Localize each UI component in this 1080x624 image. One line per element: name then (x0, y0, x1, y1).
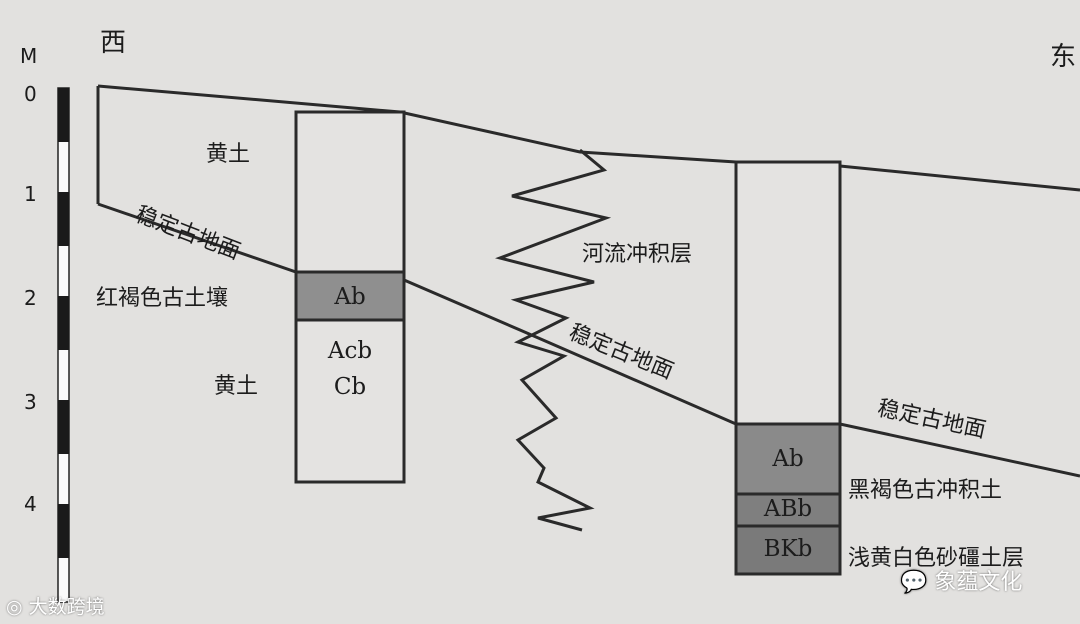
scale-tick-0: 0 (24, 82, 37, 106)
direction-west: 西 (100, 28, 127, 58)
scale-tick-4: 4 (24, 492, 37, 516)
wechat-icon: 💬 (900, 570, 928, 595)
ground-surface-line (97, 84, 1080, 192)
loess-upper-label: 黄土 (206, 142, 251, 167)
pale-yellow-layer-label: 浅黄白色砂礓土层 (848, 546, 1025, 571)
scale-tick-3: 3 (24, 390, 37, 414)
scale-unit: M (20, 44, 38, 68)
east-soil-column (734, 160, 842, 576)
watermark-left: ◎ 大数跨境 (6, 596, 105, 618)
loess-lower-label: 黄土 (214, 374, 259, 399)
west-horizon-ab: Ab (334, 284, 366, 310)
river-deposit-boundary (495, 148, 612, 532)
watermark-right: 💬 象蕴文化 (900, 570, 1023, 595)
depth-scale-bar (57, 87, 70, 603)
dark-brown-alluvium-label: 黑褐色古冲积土 (848, 478, 1003, 503)
watermark-logo-icon: ◎ (6, 596, 23, 618)
river-deposit-label: 河流冲积层 (582, 242, 693, 267)
west-horizon-cb: Cb (333, 374, 367, 400)
red-brown-paleosoil-label: 红褐色古土壤 (96, 286, 229, 311)
direction-east: 东 (1050, 42, 1077, 72)
west-soil-column (294, 110, 406, 484)
east-horizon-ab: Ab (772, 446, 804, 472)
scale-tick-1: 1 (24, 182, 37, 206)
scale-tick-2: 2 (24, 286, 37, 310)
west-horizon-acb: Acb (327, 338, 373, 364)
east-horizon-bkb: BKb (763, 536, 813, 562)
east-horizon-abb: ABb (763, 496, 813, 522)
